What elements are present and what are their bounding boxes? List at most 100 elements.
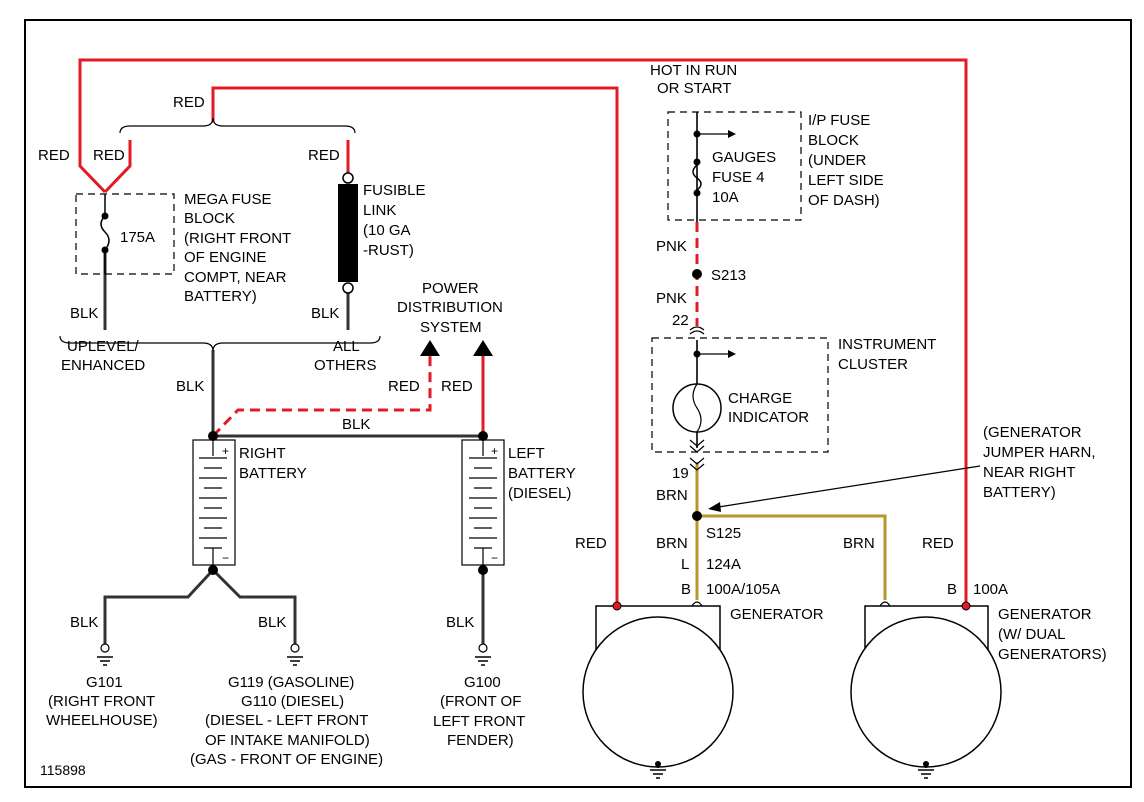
mega-fuse-label: BATTERY) xyxy=(184,288,257,305)
wire-label-blk: BLK xyxy=(70,305,98,322)
generator-2-symbol xyxy=(850,601,1002,779)
jumper-note-arrow xyxy=(711,465,981,509)
variant-uplevel-label: UPLEVEL/ xyxy=(67,338,140,355)
fusible-link-symbol xyxy=(338,184,358,282)
ground-g101-symbol xyxy=(96,643,114,666)
jumper-note-label: (GENERATOR xyxy=(983,424,1082,441)
circuit-100a-105a-label: 100A/105A xyxy=(706,581,780,598)
left-battery-label: (DIESEL) xyxy=(508,485,571,502)
charge-indicator-label: INDICATOR xyxy=(728,409,809,426)
gauges-fuse-symbol xyxy=(692,164,702,191)
jumper-note-label: BATTERY) xyxy=(983,484,1056,501)
left-battery-label: LEFT xyxy=(508,445,545,462)
pds-label: POWER xyxy=(422,280,479,297)
battery-minus: − xyxy=(222,551,229,565)
pin-b-label: B xyxy=(947,581,957,598)
fusible-link-label: LINK xyxy=(363,202,396,219)
gauges-fuse-label: 10A xyxy=(712,189,739,206)
pin-l-label: L xyxy=(681,556,689,573)
blk-wires xyxy=(103,250,485,645)
wire-label-red: RED xyxy=(308,147,340,164)
mega-fuse-label: COMPT, NEAR xyxy=(184,269,287,286)
gauges-fuse-label: GAUGES xyxy=(712,149,776,166)
ip-fuse-block xyxy=(667,111,802,221)
wire-label-pnk: PNK xyxy=(656,290,687,307)
wire-label-red: RED xyxy=(388,378,420,395)
wire-label-brn: BRN xyxy=(656,487,688,504)
variant-others-label: ALL xyxy=(333,338,360,355)
splice-s213-label: S213 xyxy=(711,267,746,284)
wire-label-pnk: PNK xyxy=(656,238,687,255)
ground-g100-symbol xyxy=(474,643,492,666)
diagram-id: 115898 xyxy=(40,762,86,778)
wire-label-blk: BLK xyxy=(70,614,98,631)
right-battery-label: BATTERY xyxy=(239,465,307,482)
right-battery-symbol xyxy=(192,439,236,566)
splice-s213 xyxy=(692,269,702,279)
ground-g101-label: (RIGHT FRONT xyxy=(48,693,155,710)
variant-others-label: OTHERS xyxy=(314,357,377,374)
wire-label-red: RED xyxy=(173,94,205,111)
wire-label-brn: BRN xyxy=(656,535,688,552)
wire-label-red: RED xyxy=(922,535,954,552)
wire-label-brn: BRN xyxy=(843,535,875,552)
wire-label-blk: BLK xyxy=(258,614,286,631)
ip-fuse-block-label: LEFT SIDE xyxy=(808,172,884,189)
pin-19-label: 19 xyxy=(672,465,689,482)
left-battery-label: BATTERY xyxy=(508,465,576,482)
mega-fuse-block xyxy=(75,193,175,275)
battery-plus: + xyxy=(491,444,498,458)
ip-fuse-block-label: OF DASH) xyxy=(808,192,880,209)
ip-fuse-block-label: (UNDER xyxy=(808,152,866,169)
generator-2-label: GENERATOR xyxy=(998,606,1092,623)
battery-minus: − xyxy=(491,551,498,565)
generator-2-label: (W/ DUAL xyxy=(998,626,1066,643)
wire-label-red: RED xyxy=(93,147,125,164)
power-source-label: HOT IN RUN xyxy=(650,62,737,79)
generator-1-symbol xyxy=(582,601,734,779)
mega-fuse-label: OF ENGINE xyxy=(184,249,267,266)
pds-label: SYSTEM xyxy=(420,319,482,336)
wire-label-red: RED xyxy=(441,378,473,395)
ground-g100-label: FENDER) xyxy=(447,732,514,749)
charge-indicator-label: CHARGE xyxy=(728,390,792,407)
ground-g100-label: (FRONT OF xyxy=(440,693,521,710)
ground-g119-symbol xyxy=(286,643,304,666)
gauges-fuse-label: FUSE 4 xyxy=(712,169,765,186)
generator-2-label: GENERATORS) xyxy=(998,646,1107,663)
ip-fuse-block-label: I/P FUSE xyxy=(808,112,870,129)
ground-g101-label: WHEELHOUSE) xyxy=(46,712,158,729)
ground-g119-label: G110 (DIESEL) xyxy=(241,693,344,710)
ground-g119-label: G119 (GASOLINE) xyxy=(228,674,354,691)
variant-brace-bottom xyxy=(59,335,381,352)
power-source-label: OR START xyxy=(657,80,731,97)
variant-brace-top xyxy=(119,117,356,134)
instrument-cluster-label: CLUSTER xyxy=(838,356,908,373)
variant-uplevel-label: ENHANCED xyxy=(61,357,145,374)
splice-s125 xyxy=(692,511,702,521)
instrument-cluster-label: INSTRUMENT xyxy=(838,336,936,353)
wire-label-red: RED xyxy=(575,535,607,552)
circuit-124a-label: 124A xyxy=(706,556,741,573)
ground-g119-label: (DIESEL - LEFT FRONT xyxy=(205,712,368,729)
wire-label-blk: BLK xyxy=(446,614,474,631)
fusible-link-label: FUSIBLE xyxy=(363,182,426,199)
pds-arrow-2 xyxy=(473,340,493,356)
ground-g119-label: OF INTAKE MANIFOLD) xyxy=(205,732,370,749)
circuit-100a-label: 100A xyxy=(973,581,1008,598)
instrument-cluster-box xyxy=(651,337,829,453)
fuse-175a-symbol xyxy=(100,215,110,251)
jumper-note-label: NEAR RIGHT xyxy=(983,464,1076,481)
battery-plus: + xyxy=(222,444,229,458)
wire-label-blk: BLK xyxy=(176,378,204,395)
pds-label: DISTRIBUTION xyxy=(397,299,503,316)
mega-fuse-label: BLOCK xyxy=(184,210,235,227)
mega-fuse-label: MEGA FUSE xyxy=(184,191,272,208)
fusible-link-label: -RUST) xyxy=(363,242,414,259)
ip-fuse-block-label: BLOCK xyxy=(808,132,859,149)
pin-b-label: B xyxy=(681,581,691,598)
wire-label-blk: BLK xyxy=(311,305,339,322)
mega-fuse-label: (RIGHT FRONT xyxy=(184,230,291,247)
diagram-border xyxy=(24,19,1132,788)
